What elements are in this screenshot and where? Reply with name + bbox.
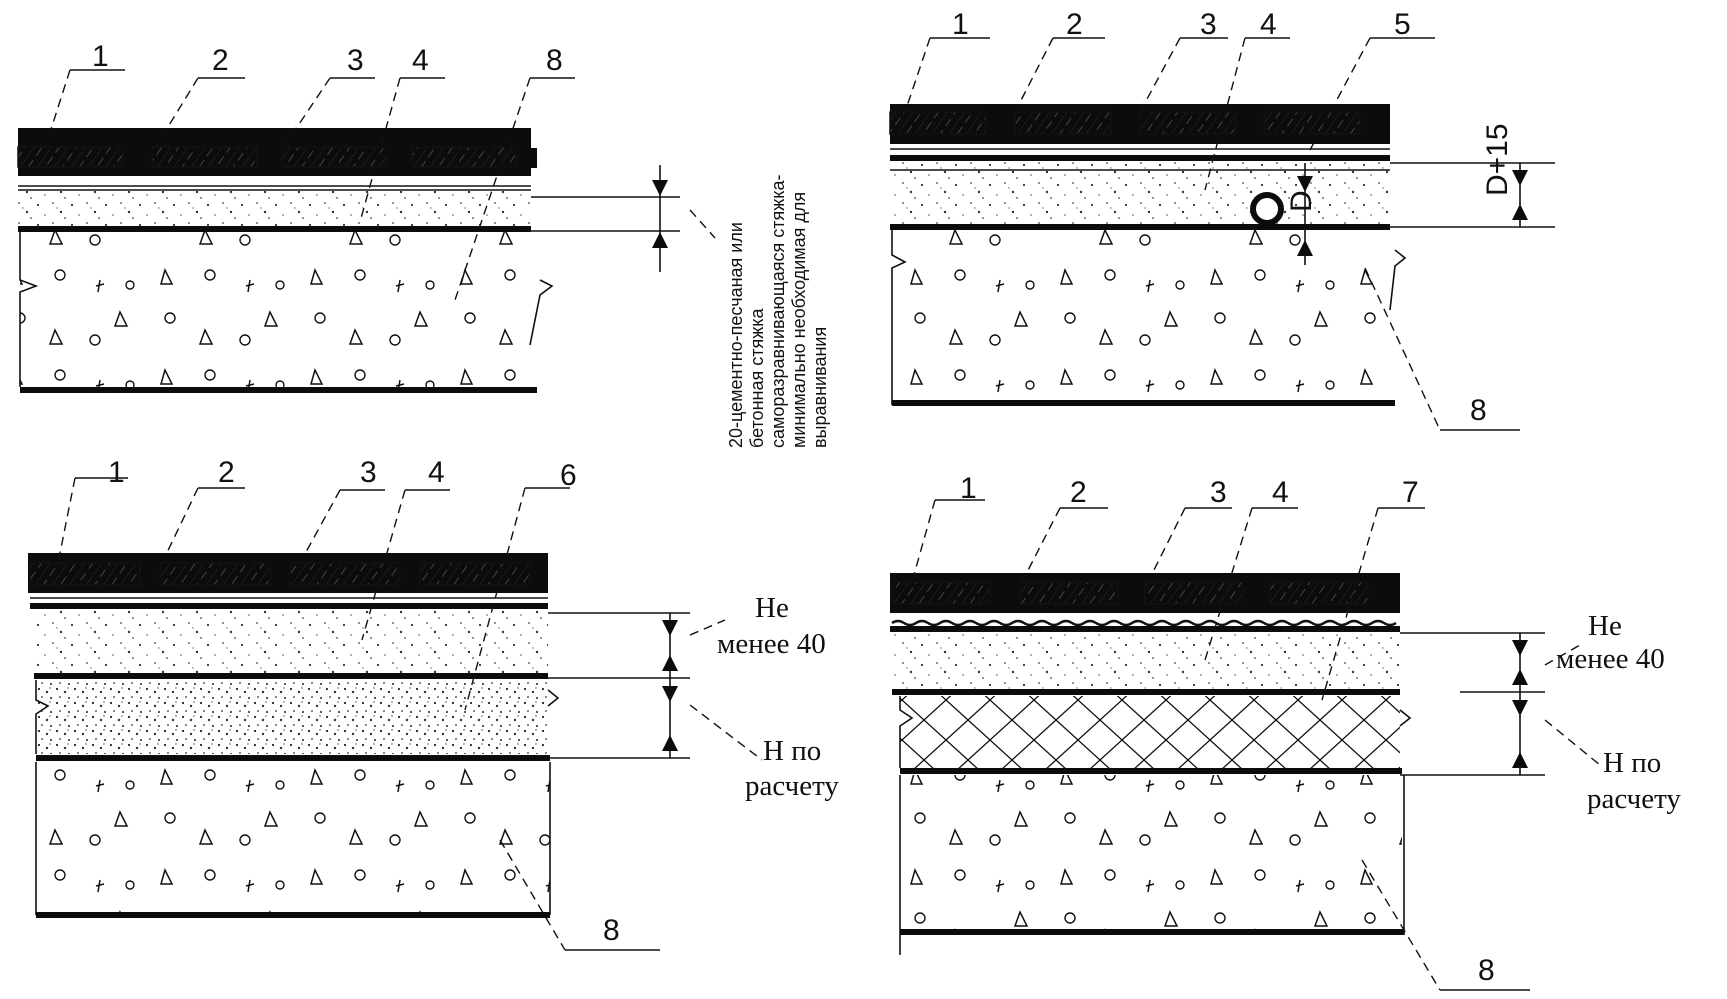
panel-a-screed [18, 191, 531, 228]
panel-d-insulation [900, 696, 1400, 768]
panel-c-dim-bottom-line-2: расчету [745, 770, 839, 802]
panel-d-callout-2: 2 [1070, 476, 1087, 509]
panel-b-concrete-base [892, 230, 1392, 400]
panel-b-dim-d15: D+15 [1481, 123, 1514, 196]
panel-c-dim-top-line-2: менее 40 [717, 628, 826, 660]
vertical-note: 20-цементно-песчаная или бетонная стяжка… [726, 174, 830, 448]
panel-c-callout-2: 2 [218, 456, 235, 489]
panel-c: Не менее 40 Н по расчету 1 2 3 4 6 8 [28, 456, 839, 951]
note-line-3: саморазравнивающаяся стяжка- [768, 174, 788, 448]
panel-a: 1 2 3 4 8 [17, 40, 716, 393]
panel-b-callout-4: 4 [1260, 8, 1277, 41]
panel-d-callout-3: 3 [1210, 476, 1227, 509]
note-line-5: выравнивания [810, 327, 830, 448]
panel-d-dim-top-line-2: менее 40 [1556, 643, 1665, 675]
panel-d-dim-top-line-1: Не [1588, 610, 1622, 642]
panel-b-callout-3: 3 [1200, 8, 1217, 41]
panel-d-callout-1: 1 [960, 472, 977, 505]
panel-b-pipe [1250, 192, 1284, 226]
panel-a-callout-4: 4 [412, 44, 429, 77]
panel-c-concrete-base [36, 762, 550, 912]
panel-d-dim-bottom-line-1: Н по [1603, 747, 1661, 779]
panel-c-dim-bottom-line-1: Н по [763, 735, 821, 767]
panel-b-callout-1: 1 [952, 8, 969, 41]
panel-d-screed [892, 633, 1400, 689]
panel-b-callout-8: 8 [1470, 394, 1487, 427]
panel-d-concrete-base [900, 775, 1402, 930]
panel-d-callout-7: 7 [1402, 476, 1419, 509]
panel-a-callout-2: 2 [212, 44, 229, 77]
panel-d-dim-bottom-line-2: расчету [1587, 783, 1681, 815]
panel-d-callout-8: 8 [1478, 954, 1495, 987]
note-line-1: 20-цементно-песчаная или [726, 222, 746, 448]
panel-d-callout-4: 4 [1272, 476, 1289, 509]
panel-c-callout-6: 6 [560, 459, 577, 492]
panel-c-screed [34, 610, 548, 674]
panel-a-callout-3: 3 [347, 44, 364, 77]
panel-b-dim-d: D [1285, 190, 1318, 212]
panel-c-levelling-layer [36, 680, 550, 754]
panel-a-concrete-base [20, 232, 535, 387]
note-line-4: минимально необходимая для [789, 192, 809, 448]
panel-c-dim-top-line-1: Не [755, 592, 789, 624]
panel-d: Не менее 40 Н по расчету 1 2 3 4 7 8 [890, 472, 1681, 991]
panel-b: D D+15 1 2 3 4 5 8 [889, 8, 1555, 431]
panel-b-callout-5: 5 [1394, 8, 1411, 41]
panel-a-callout-1: 1 [92, 40, 109, 73]
panel-a-callout-8: 8 [546, 44, 563, 77]
note-line-2: бетонная стяжка [747, 307, 767, 448]
panel-c-callout-4: 4 [428, 456, 445, 489]
panel-c-callout-8: 8 [603, 914, 620, 947]
panel-b-callout-2: 2 [1066, 8, 1083, 41]
panel-b-screed [890, 162, 1390, 224]
panel-c-callout-3: 3 [360, 456, 377, 489]
panel-c-callout-1: 1 [108, 456, 125, 489]
